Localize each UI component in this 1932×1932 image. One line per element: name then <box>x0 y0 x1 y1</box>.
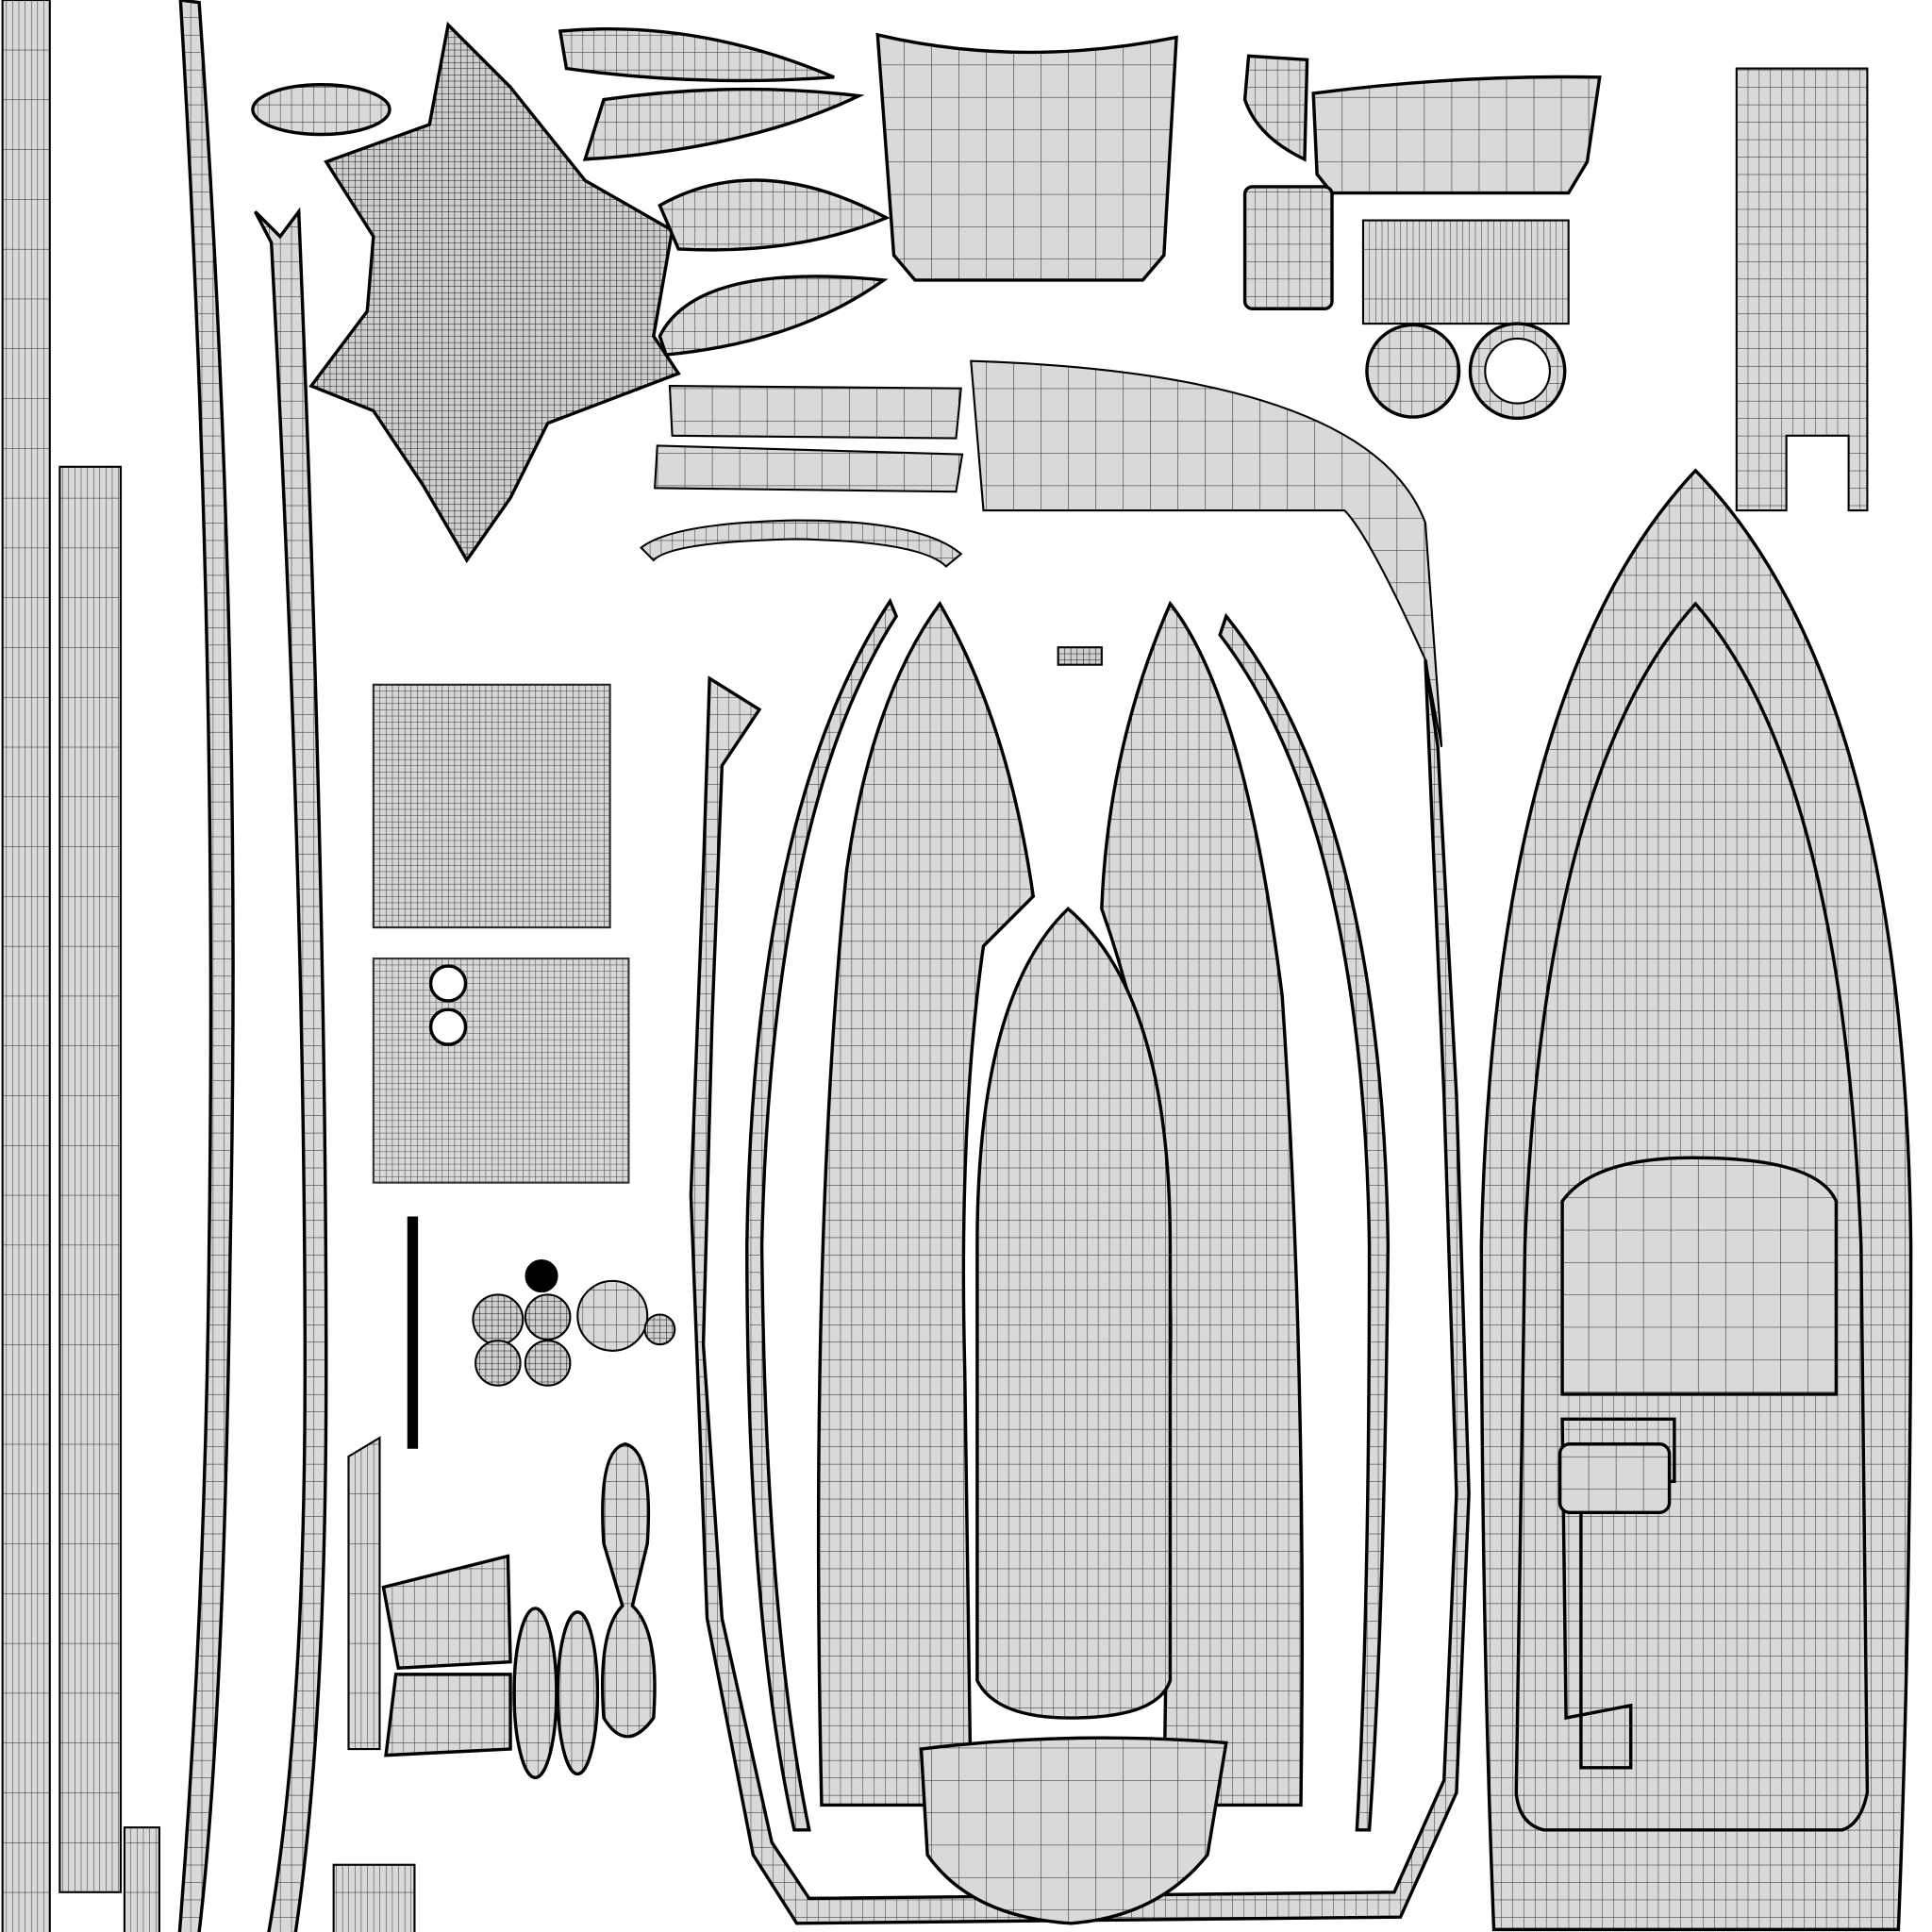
uv-oar <box>601 1441 657 1739</box>
uv-small-tile <box>1242 54 1309 162</box>
uv-circle-b <box>428 1008 468 1046</box>
uv-strip-b <box>653 444 964 493</box>
uv-tiny-part <box>1057 646 1103 666</box>
uv-small-block <box>123 1826 160 1932</box>
uv-hull-side-right <box>1100 600 1305 1807</box>
uv-grille <box>1361 219 1570 325</box>
uv-hull-bottom <box>975 906 1173 1720</box>
uv-side-trim-left <box>689 659 1471 1925</box>
uv-strip-c <box>640 519 963 568</box>
uv-sail-piece <box>347 1436 381 1751</box>
uv-leaf-2 <box>582 87 865 161</box>
uv-transom-bottom <box>919 1736 1228 1925</box>
uv-flap-lower <box>384 1673 512 1757</box>
uv-seat-cushion <box>1557 1442 1672 1515</box>
uv-hull-side-left <box>816 600 1036 1807</box>
uv-thin-bar <box>407 1216 419 1449</box>
uv-leaf-1 <box>558 26 835 83</box>
uv-leaf-3 <box>658 178 891 252</box>
uv-strip-second <box>58 465 123 1893</box>
uv-dash-piece <box>1311 75 1602 195</box>
uv-tall-panel <box>1735 67 1869 512</box>
uv-lens-1 <box>512 1607 558 1780</box>
uv-parts-cluster-1 <box>372 683 611 929</box>
uv-rail-strip-1 <box>177 0 235 1932</box>
uv-fold-strips <box>332 1863 416 1932</box>
uv-ring-hole <box>1484 337 1551 405</box>
uv-parts-cluster-2 <box>372 958 630 1184</box>
uv-leaf-small <box>251 83 391 137</box>
uv-rail-strip-2 <box>253 207 328 1932</box>
uv-leaf-4 <box>658 275 889 357</box>
uv-star-piece <box>308 21 681 563</box>
uv-circle-a <box>428 964 468 1003</box>
uv-cockpit-opening <box>1560 1156 1839 1396</box>
uv-strip-a <box>668 385 962 440</box>
uv-flap-upper <box>381 1554 512 1671</box>
uv-barrel <box>1242 185 1334 310</box>
uv-disc-fan <box>1365 323 1461 419</box>
uv-outer-trim-right <box>1218 612 1391 1832</box>
uv-strip-left <box>1 0 51 1932</box>
uv-fan-piece <box>970 359 1443 747</box>
uv-gear-cluster <box>472 1259 676 1387</box>
uv-transom-top <box>875 32 1178 282</box>
uv-outer-trim-left <box>745 597 899 1832</box>
uv-lens-2 <box>556 1610 600 1776</box>
